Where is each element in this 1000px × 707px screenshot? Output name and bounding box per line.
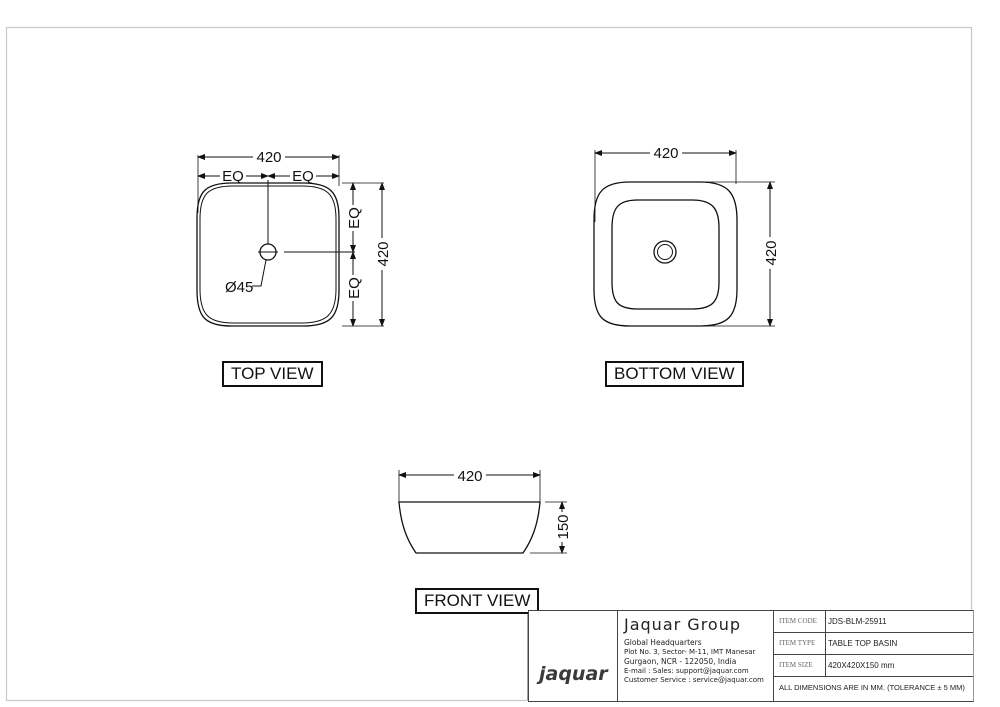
item-size-value: 420X420X150 mm [828,661,895,670]
sheet-border [5,26,973,702]
company-line: Plot No. 3, Sector- M-11, IMT Manesar [624,647,756,656]
title-block: jaquar Jaquar Group Global Headquarters … [528,610,974,702]
item-type-row: ITEM TYPE TABLE TOP BASIN [774,633,973,655]
item-code-row: ITEM CODE JDS-BLM-25911 [774,611,973,633]
top-view-label: TOP VIEW [222,361,323,387]
bottom-view-label: BOTTOM VIEW [605,361,744,387]
item-code-value: JDS-BLM-25911 [828,617,887,626]
bottom-view-drawing [593,150,775,327]
company-line: Customer Service : service@jaquar.com [624,676,764,684]
top-eq-left: EQ [222,168,244,185]
item-type-value: TABLE TOP BASIN [828,639,898,648]
logo-cell: jaquar [529,611,618,701]
drain-diameter-label: Ø45 [225,279,253,296]
dimension-note: ALL DIMENSIONS ARE IN MM. (TOLERANCE ± 5… [779,683,965,692]
company-name: Jaquar Group [624,615,741,634]
bottom-depth-dim: 420 [763,240,780,265]
front-height-dim: 150 [555,514,572,539]
top-eq-lower: EQ [346,277,363,299]
front-width-dim: 420 [457,468,482,485]
top-eq-upper: EQ [346,207,363,229]
top-eq-right: EQ [292,168,314,185]
company-line: E-mail : Sales: support@jaquar.com [624,666,749,675]
bottom-width-dim: 420 [653,145,678,162]
jaquar-logo-text: jaquar [539,663,608,685]
item-code-key: ITEM CODE [774,611,826,632]
item-size-key: ITEM SIZE [774,655,826,676]
company-line: Global Headquarters [624,638,702,647]
company-cell: Jaquar Group Global Headquarters Plot No… [618,611,774,701]
top-width-dim: 420 [256,149,281,166]
company-line: Gurgaon, NCR - 122050, India [624,657,737,666]
front-view-label: FRONT VIEW [415,588,540,614]
company-address: Global Headquarters Plot No. 3, Sector- … [624,638,764,686]
item-type-key: ITEM TYPE [774,633,826,654]
top-depth-dim: 420 [375,241,392,266]
item-fields: ITEM CODE JDS-BLM-25911 ITEM TYPE TABLE … [774,611,973,701]
item-size-row: ITEM SIZE 420X420X150 mm [774,655,973,677]
